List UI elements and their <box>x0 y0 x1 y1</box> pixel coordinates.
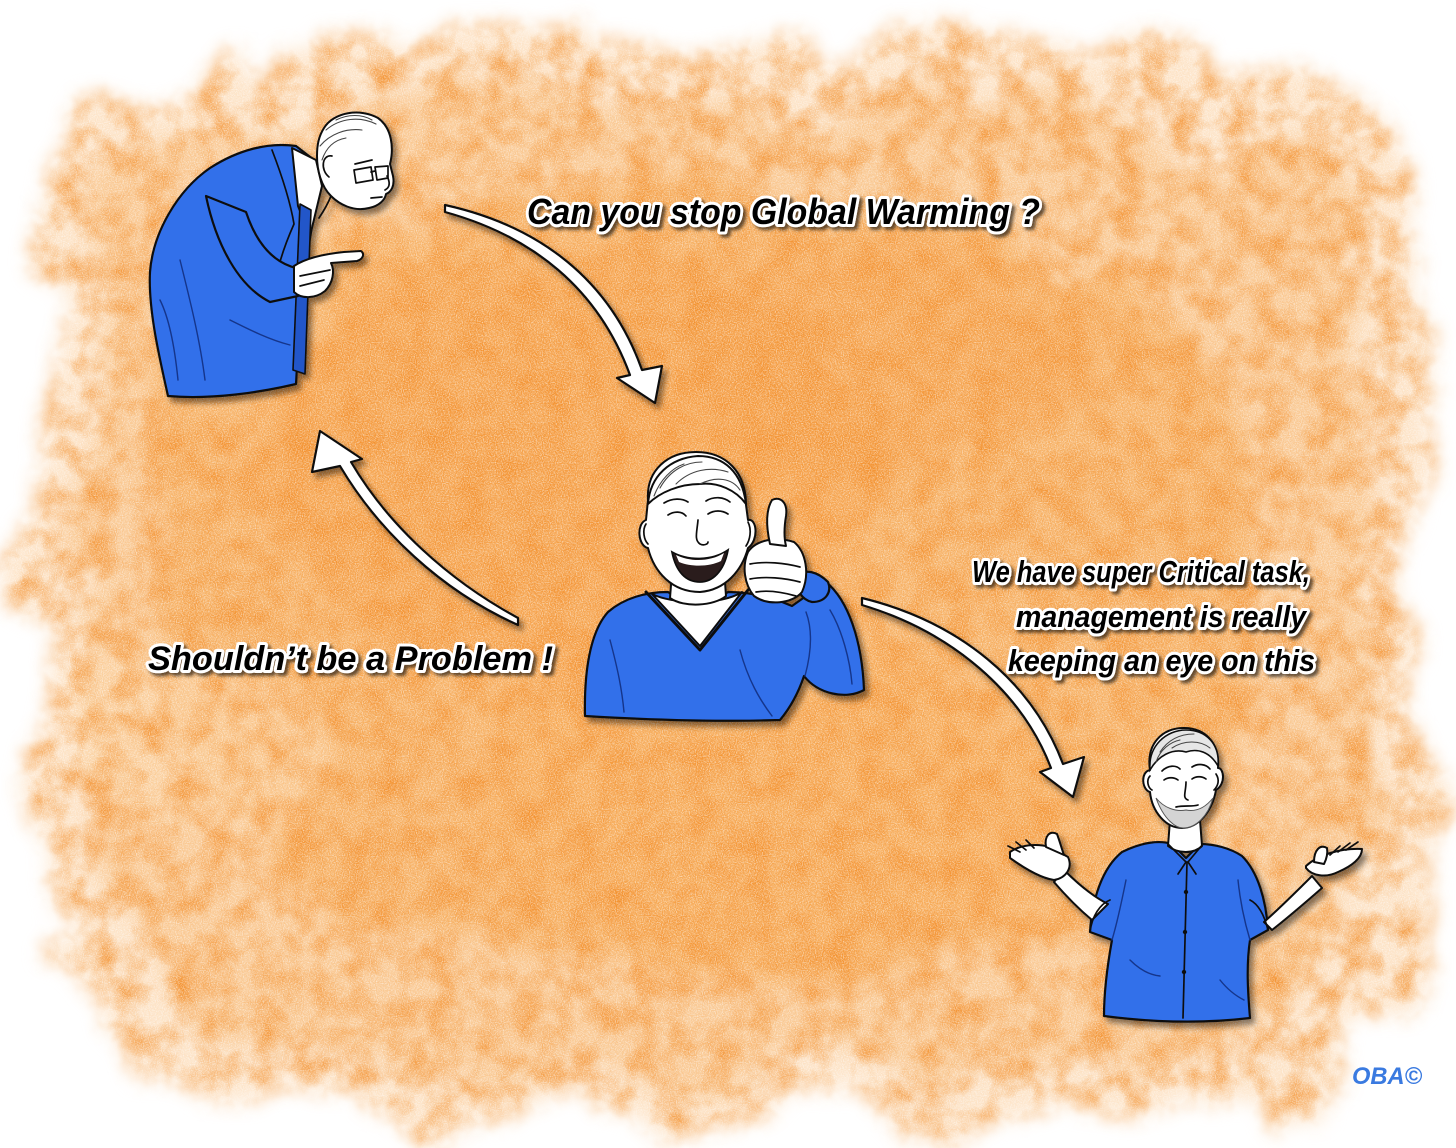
shrugger-shirt <box>1088 841 1270 1023</box>
executive-hair <box>319 114 377 161</box>
delegation-arrow <box>860 596 1086 799</box>
thumbs-up-figure <box>583 451 866 722</box>
shrugger-right-forearm <box>1263 875 1323 931</box>
watercolor-wash <box>37 44 1432 1118</box>
shrugger-hair <box>1149 729 1219 773</box>
arrows <box>310 203 1086 799</box>
executive-suit <box>148 143 317 399</box>
shrugging-figure <box>1007 727 1363 1023</box>
developer-brows <box>663 496 731 504</box>
pointing-executive-figure <box>148 111 395 399</box>
thumbs-up-icon <box>766 497 788 547</box>
wash-upper-spot <box>680 240 1080 480</box>
shrugger-collar <box>1167 843 1204 875</box>
shrugger-right-thumb <box>1313 845 1329 865</box>
developer-teeth <box>676 553 724 566</box>
executive-head <box>316 111 395 210</box>
wash-light-patch <box>80 650 320 830</box>
question-caption: Can you stop Global Warming ? <box>527 191 1040 232</box>
artist-signature: OBA© <box>1352 1063 1422 1090</box>
shirt-button <box>1181 969 1187 975</box>
captions: Can you stop Global Warming ? Shouldn’t … <box>145 188 1318 681</box>
shrugger-beard <box>1155 797 1214 829</box>
shrugger-shirt-folds <box>1111 879 1251 1001</box>
executive-sleeve <box>204 194 300 304</box>
delegation-caption-line-1: We have super Critical task, <box>972 554 1310 589</box>
shrugger-rolled-sleeves <box>1089 899 1269 933</box>
executive-suit-folds <box>159 259 291 381</box>
shrugger-placket <box>1182 861 1188 1019</box>
executive-face-lines <box>318 159 391 219</box>
executive-finger-lines <box>299 269 331 287</box>
shrugger-left-fingers <box>1007 839 1035 853</box>
request-arrow <box>443 203 664 405</box>
developer-ears <box>642 521 752 547</box>
developer-hair-strokes <box>653 461 741 497</box>
developer-eyes <box>667 510 729 517</box>
developer-sweater-folds <box>609 609 853 717</box>
developer-finger-lines <box>749 561 801 597</box>
shrugger-hair-strokes <box>1155 733 1211 763</box>
shirt-button <box>1182 929 1188 935</box>
delegation-caption-line-3: keeping an eye on this <box>1008 643 1315 678</box>
developer-nose <box>695 519 709 546</box>
executive-ear <box>322 155 333 178</box>
shrugger-left-thumb <box>1044 831 1065 856</box>
shrugger-right-fingers <box>1329 841 1359 856</box>
reply-arrow <box>310 429 520 627</box>
answer-caption: Shouldn’t be a Problem ! <box>148 640 553 678</box>
executive-pointing-hand <box>293 250 365 299</box>
executive-shirt <box>291 147 323 237</box>
shrugger-face-lines <box>1146 763 1220 808</box>
developer-hair <box>647 455 747 505</box>
developer-fist <box>743 538 808 604</box>
developer-v-neck <box>644 588 750 652</box>
shirt-button <box>1183 889 1189 895</box>
delegation-caption-line-2: management is really <box>1016 599 1308 634</box>
